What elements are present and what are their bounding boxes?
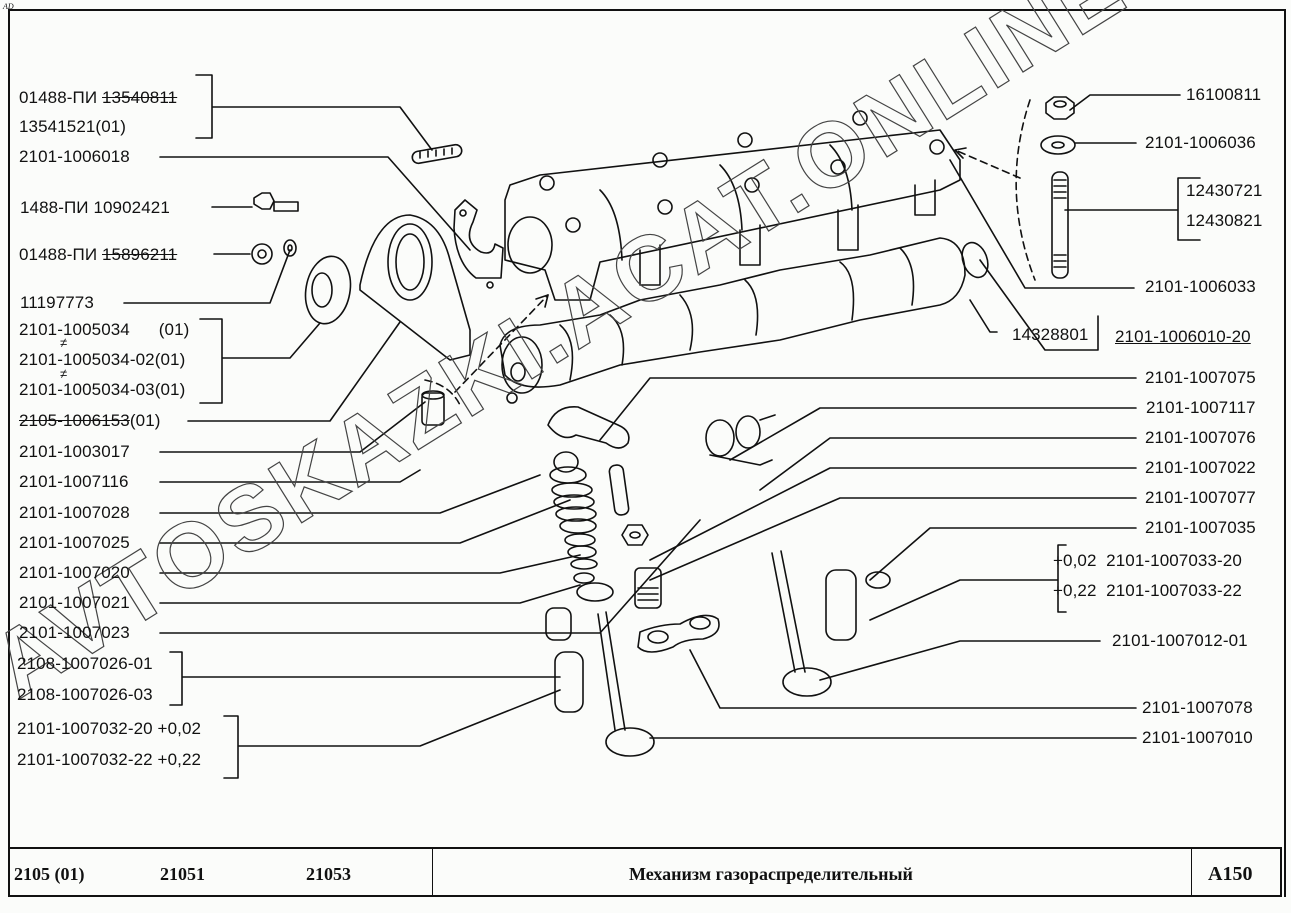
part-label: 2101-1005034-02(01) — [19, 350, 186, 369]
part-label: 12430721 — [1186, 181, 1263, 200]
dashed-arrow-dowel — [454, 294, 549, 393]
part-label: +0,22 2101-1007033-22 — [1053, 581, 1242, 600]
part-label: 2101-1006033 — [1145, 277, 1256, 296]
intake-valve-part — [597, 611, 655, 757]
drawing-title: Механизм газораспределительный — [629, 864, 913, 884]
part-label: 11197773 — [20, 293, 94, 312]
exhaust-valve-part — [771, 550, 832, 697]
part-label: 13541521(01) — [19, 117, 127, 136]
part-label: 2101-1007078 — [1142, 698, 1253, 717]
nut-right-part — [1045, 96, 1075, 120]
part-label: 2101-1007025 — [19, 533, 130, 552]
part-label: 2101-1007022 — [1145, 458, 1256, 477]
spring-clip-part — [705, 414, 776, 466]
part-label: 2101-1007012-01 — [1112, 631, 1248, 650]
corner-mark: AD — [3, 2, 14, 11]
valve-guide-right-part — [825, 569, 857, 641]
part-label: 2105-1006153(01) — [19, 411, 161, 430]
plug-part — [961, 241, 989, 279]
part-label: 2101-1005034-03(01) — [19, 380, 186, 399]
not-equal-symbol: ≠ — [60, 335, 68, 350]
part-label: 2101-1007028 — [19, 503, 130, 522]
part-label: 2101-1007116 — [19, 472, 129, 491]
valve-guide-upper-part — [545, 607, 572, 641]
part-label: 2101-1007035 — [1145, 518, 1256, 537]
lock-nut-part — [621, 524, 649, 546]
part-label: 2101-1003017 — [19, 442, 130, 461]
title-block-title: Механизм газораспределительный — [433, 849, 1192, 895]
part-label: 2101-1007117 — [1146, 398, 1256, 417]
title-block-code: A150 — [1192, 849, 1280, 895]
adjusting-bolt-part — [608, 464, 630, 516]
part-label: 2101-1007077 — [1145, 488, 1256, 507]
valve-guide-lower-part — [554, 651, 584, 713]
gasket-plate-part — [453, 199, 504, 289]
title-block-models: 2105 (01) 21051 21053 — [10, 849, 433, 895]
part-label: 1488-ПИ 10902421 — [20, 198, 170, 217]
part-label: 01488-ПИ 13540811 — [19, 88, 178, 107]
part-label: 2101-1007021 — [19, 593, 130, 612]
camshaft-part — [499, 237, 966, 404]
part-label: 2101-1006018 — [19, 147, 130, 166]
stud-right-part — [1051, 171, 1069, 279]
seal-ring-part — [865, 571, 891, 589]
part-label: 2101-1007010 — [1142, 728, 1253, 747]
valve-spring-part — [549, 451, 614, 602]
part-label: 2101-1007032-20 +0,02 — [17, 719, 202, 738]
assembly-label: 2101-1006010-20 — [1115, 327, 1251, 346]
washer-part — [283, 239, 297, 257]
part-label: 2101-1007020 — [19, 563, 130, 582]
part-label: 16100811 — [1186, 85, 1262, 104]
part-label: 01488-ПИ 15896211 — [19, 245, 178, 264]
part-label: 2101-1007075 — [1145, 368, 1256, 387]
part-label: 14328801 — [1012, 325, 1089, 344]
part-label: 2101-1007023 — [19, 623, 130, 642]
drawing-frame — [8, 9, 1286, 897]
leader-lines-right — [599, 94, 1201, 739]
nut-part — [251, 243, 273, 265]
title-block: 2105 (01) 21051 21053 Механизм газораспр… — [8, 847, 1282, 897]
bolt-part — [253, 192, 299, 212]
model-code: 2105 (01) — [14, 864, 85, 884]
part-label: 2108-1007026-03 — [17, 685, 153, 704]
rocker-arm-part — [547, 406, 630, 449]
bearing-housing-part — [359, 214, 471, 361]
sheet-code: A150 — [1208, 863, 1253, 885]
part-label: 2101-1007076 — [1145, 428, 1256, 447]
lock-plate-part — [637, 614, 720, 653]
part-label: 2108-1007026-01 — [17, 654, 153, 673]
part-label: +0,02 2101-1007033-20 — [1053, 551, 1242, 570]
model-code: 21053 — [306, 864, 351, 884]
stud-part — [411, 143, 463, 165]
part-label: 2101-1006036 — [1145, 133, 1256, 152]
leader-lines-left — [123, 74, 701, 779]
part-label: 2101-1005034 (01) — [19, 320, 190, 339]
dowel-part — [421, 390, 445, 426]
model-code: 21051 — [160, 864, 205, 884]
part-label: 12430821 — [1186, 211, 1263, 230]
not-equal-symbol: ≠ — [60, 366, 68, 381]
bushing-part — [634, 567, 662, 609]
oil-seal-part — [304, 255, 352, 325]
washer-right-part — [1040, 135, 1076, 155]
part-label: 2101-1007032-22 +0,22 — [17, 750, 202, 769]
camshaft-housing-part — [504, 110, 961, 301]
